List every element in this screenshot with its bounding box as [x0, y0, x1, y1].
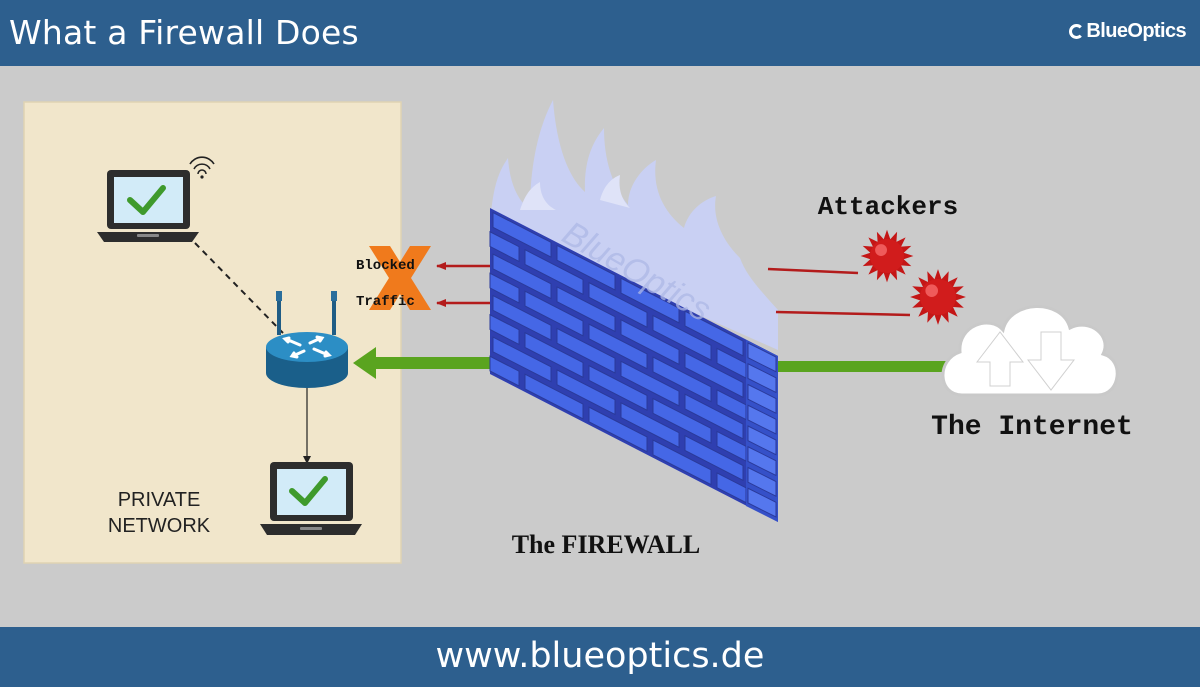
attacker-traffic-line-2 — [775, 310, 911, 317]
brick — [588, 323, 648, 370]
header-bar: What a Firewall Does BlueOptics — [0, 0, 1200, 66]
brick — [588, 406, 648, 453]
brand-logo: BlueOptics — [1069, 20, 1187, 43]
brick — [524, 290, 584, 337]
router-icon — [266, 291, 348, 388]
allowed-traffic-line-right — [778, 361, 948, 372]
brick — [489, 355, 520, 387]
block-x-icon — [369, 246, 431, 310]
private-network-label-line1: PRIVATE — [118, 489, 201, 511]
side-brick — [747, 425, 777, 456]
internet-label: The Internet — [931, 412, 1133, 443]
check-icon-bottom — [289, 476, 328, 506]
virus-icon-1 — [860, 229, 914, 283]
side-brick — [747, 404, 777, 435]
brick — [489, 313, 520, 346]
brick — [556, 244, 616, 291]
brick — [652, 439, 712, 486]
upload-arrow-icon — [975, 331, 1025, 387]
private-network-label-line2: NETWORK — [108, 515, 211, 537]
brick — [684, 434, 744, 482]
wireless-link-line — [194, 242, 284, 334]
side-brick — [747, 383, 777, 415]
brick — [684, 351, 744, 399]
side-brick — [747, 445, 777, 477]
brick — [556, 327, 616, 374]
wifi-icon — [189, 156, 215, 179]
logo-icon — [1069, 24, 1085, 39]
firewall-label: The FIREWALL — [512, 530, 701, 559]
firewall-bricks — [489, 211, 747, 504]
firewall-wall — [489, 208, 778, 522]
brick — [489, 272, 520, 304]
brick — [652, 356, 712, 403]
virus-icon-2 — [910, 269, 966, 325]
brick — [588, 364, 648, 411]
cloud-icon — [941, 305, 1119, 397]
brick — [492, 253, 552, 300]
traffic-label: Traffic — [356, 294, 415, 310]
footer-url-link[interactable]: www.blueoptics.de — [435, 636, 765, 676]
laptop-icon-bottom — [260, 462, 362, 535]
brick — [492, 336, 552, 383]
page-title: What a Firewall Does — [9, 13, 359, 52]
brick — [684, 310, 744, 357]
brick — [489, 230, 520, 263]
brand-name: BlueOptics — [1086, 20, 1186, 42]
side-brick — [747, 342, 777, 373]
brick — [556, 369, 616, 416]
brick — [556, 286, 616, 333]
brick — [492, 294, 552, 341]
check-icon-top — [127, 185, 166, 215]
brick — [524, 373, 584, 420]
brick — [588, 281, 648, 328]
attackers-label: Attackers — [818, 192, 958, 222]
brick — [524, 331, 584, 379]
brick — [652, 314, 712, 361]
side-brick — [747, 362, 777, 394]
brick — [620, 319, 680, 366]
side-brick — [747, 466, 777, 498]
brick — [524, 248, 584, 296]
download-arrow-icon — [1026, 331, 1076, 391]
brick — [652, 397, 712, 444]
brick — [620, 402, 680, 449]
firewall-flames — [490, 100, 778, 350]
attacker-traffic-line-1 — [767, 267, 859, 275]
laptop-icon-top — [97, 170, 199, 242]
side-brick — [747, 487, 777, 518]
brick — [492, 211, 552, 258]
allowed-traffic-arrow-left — [353, 347, 491, 379]
blocked-label: Blocked — [356, 258, 415, 274]
footer-bar: www.blueoptics.de — [0, 627, 1200, 687]
brick — [684, 393, 744, 440]
brick — [620, 360, 680, 407]
brick — [620, 277, 680, 324]
